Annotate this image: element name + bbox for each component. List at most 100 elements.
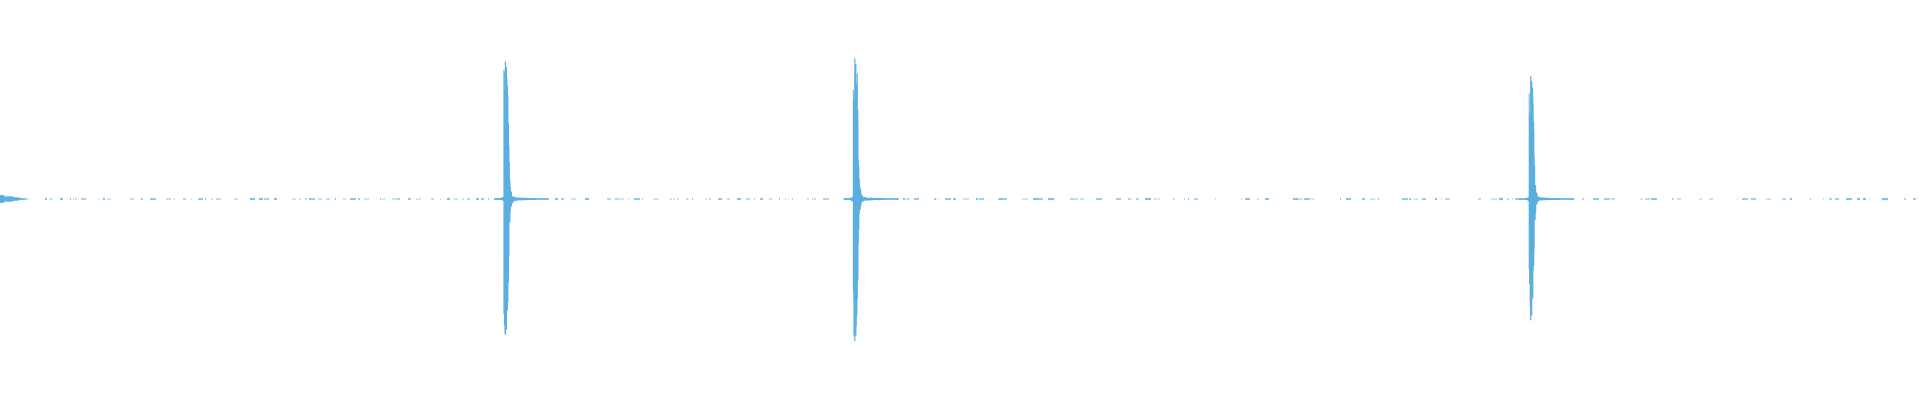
transient-baseline-tick: [493, 198, 549, 200]
noise-segment: [1882, 197, 1888, 201]
noise-segment: [906, 198, 910, 200]
noise-segment: [1257, 198, 1259, 200]
noise-segment: [1414, 198, 1418, 200]
noise-segment: [1136, 198, 1139, 200]
noise-segment: [1096, 198, 1102, 200]
noise-segment: [1435, 197, 1437, 201]
noise-segment: [1699, 198, 1702, 200]
noise-segment: [998, 198, 1000, 200]
transient-peak-3: [1519, 76, 1575, 321]
noise-segment: [1478, 198, 1481, 200]
noise-segment: [760, 198, 763, 200]
noise-segment: [1742, 198, 1748, 200]
noise-segment: [73, 198, 74, 200]
noise-segment: [1158, 198, 1160, 200]
noise-segment: [1080, 198, 1084, 200]
noise-segment: [476, 198, 479, 200]
noise-segment: [1582, 198, 1584, 200]
noise-segment: [1604, 198, 1610, 200]
noise-segment: [259, 197, 263, 201]
noise-segment: [326, 198, 330, 200]
noise-segment: [488, 198, 489, 200]
noise-segment: [75, 198, 77, 200]
noise-segment: [447, 197, 450, 201]
noise-segment: [670, 198, 672, 200]
noise-segment: [785, 198, 786, 200]
transient-baseline-tick: [843, 198, 899, 200]
noise-segment: [305, 198, 307, 200]
noise-segment: [1346, 198, 1351, 200]
noise-segment: [60, 197, 63, 201]
noise-segment: [198, 198, 203, 200]
noise-segment: [416, 198, 417, 200]
noise-segment: [1766, 198, 1771, 200]
noise-segment: [1869, 198, 1870, 200]
noise-segment: [561, 198, 564, 200]
noise-segment: [628, 198, 629, 200]
noise-segment: [1033, 197, 1039, 201]
noise-segment: [674, 198, 675, 200]
noise-segment: [191, 198, 192, 200]
noise-segment: [408, 198, 411, 200]
noise-segment: [979, 198, 984, 200]
noise-segment: [397, 198, 400, 200]
noise-segment: [1593, 198, 1599, 200]
noise-segment: [1677, 198, 1681, 200]
noise-segment: [706, 198, 707, 200]
noise-segment: [934, 198, 936, 200]
noise-segment: [1751, 198, 1756, 200]
noise-segment: [1378, 197, 1379, 201]
noise-segment: [98, 198, 99, 200]
noise-segment: [49, 198, 53, 200]
noise-segment: [350, 198, 356, 200]
noise-segment: [1304, 198, 1310, 200]
noise-segment: [792, 198, 793, 200]
noise-segment: [1002, 198, 1007, 200]
noise-segment: [310, 198, 315, 200]
noise-segment: [1245, 198, 1250, 200]
noise-segment: [81, 198, 86, 200]
noise-segment: [1022, 198, 1028, 200]
noise-segment: [1507, 198, 1509, 200]
noise-segment: [1709, 198, 1713, 200]
noise-segment: [1000, 197, 1002, 201]
noise-segment: [1640, 198, 1643, 200]
noise-segment: [150, 198, 156, 200]
noise-segment: [746, 198, 750, 200]
noise-segment: [364, 198, 369, 200]
noise-segment: [205, 197, 206, 201]
noise-segment: [585, 197, 589, 201]
noise-segment: [953, 198, 956, 200]
noise-segment: [754, 198, 755, 200]
noise-segment: [70, 197, 71, 201]
noise-segment: [963, 198, 969, 200]
noise-segment: [709, 198, 711, 200]
transient-peak-2: [843, 58, 899, 342]
noise-segment: [571, 198, 576, 200]
noise-segment: [173, 198, 175, 200]
noise-segment: [1129, 198, 1132, 200]
noise-segment: [634, 198, 640, 200]
noise-segment: [769, 198, 772, 200]
noise-segment: [1409, 198, 1411, 200]
noise-segment: [976, 197, 978, 201]
noise-segment: [556, 198, 558, 200]
noise-segment: [903, 197, 905, 201]
noise-segment: [1823, 198, 1824, 200]
noise-segment: [1499, 197, 1503, 201]
noise-segment: [250, 197, 255, 201]
noise-segment: [555, 197, 556, 201]
noise-segment: [1810, 198, 1811, 200]
noise-segment: [211, 198, 213, 200]
noise-segment: [945, 198, 951, 200]
noise-segment: [1790, 197, 1792, 201]
noise-segment: [1515, 198, 1520, 200]
noise-segment: [1145, 197, 1151, 201]
noise-segment: [692, 198, 693, 200]
noise-segment: [618, 198, 624, 200]
noise-segment: [299, 198, 301, 200]
noise-segment: [318, 198, 322, 200]
noise-segment: [807, 198, 809, 200]
noise-segment: [309, 197, 310, 201]
